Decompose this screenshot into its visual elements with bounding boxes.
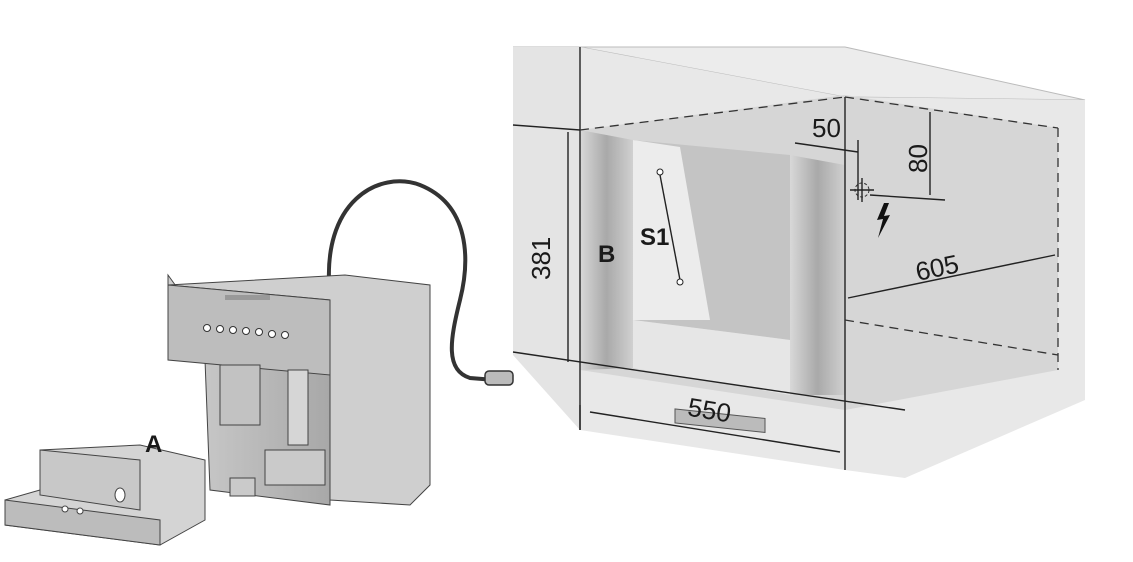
cabinet xyxy=(512,46,1086,478)
drip-tray xyxy=(4,444,206,546)
s1-point xyxy=(656,168,664,176)
coffee-machine xyxy=(167,179,514,506)
hidden-edge xyxy=(844,96,1059,129)
dimension-lines xyxy=(567,112,1056,453)
control-buttons xyxy=(203,324,289,339)
label-a: A xyxy=(145,431,162,458)
dimension-socket-side: 50 xyxy=(812,113,841,143)
plug xyxy=(484,370,514,386)
cabinet-front xyxy=(513,47,580,430)
niche-floor xyxy=(633,320,790,395)
socket-icon xyxy=(850,178,874,202)
side-panel-right xyxy=(790,155,845,395)
s1-line xyxy=(659,174,681,281)
dimension-socket-top: 80 xyxy=(903,144,933,173)
niche-inner-light xyxy=(633,140,710,320)
dimension-width: 550 xyxy=(686,392,734,428)
hidden-edge xyxy=(844,319,1059,356)
power-cable xyxy=(326,179,496,382)
rail xyxy=(674,408,766,433)
dimension-height: 381 xyxy=(526,237,556,280)
s1-point xyxy=(676,278,684,286)
label-b: B xyxy=(598,241,615,268)
edge-line xyxy=(512,351,906,411)
electricity-icon xyxy=(877,203,890,238)
edge-line xyxy=(512,124,581,131)
side-panel-b xyxy=(580,130,633,370)
control-panel-slot xyxy=(225,295,270,300)
label-s1: S1 xyxy=(640,224,669,251)
